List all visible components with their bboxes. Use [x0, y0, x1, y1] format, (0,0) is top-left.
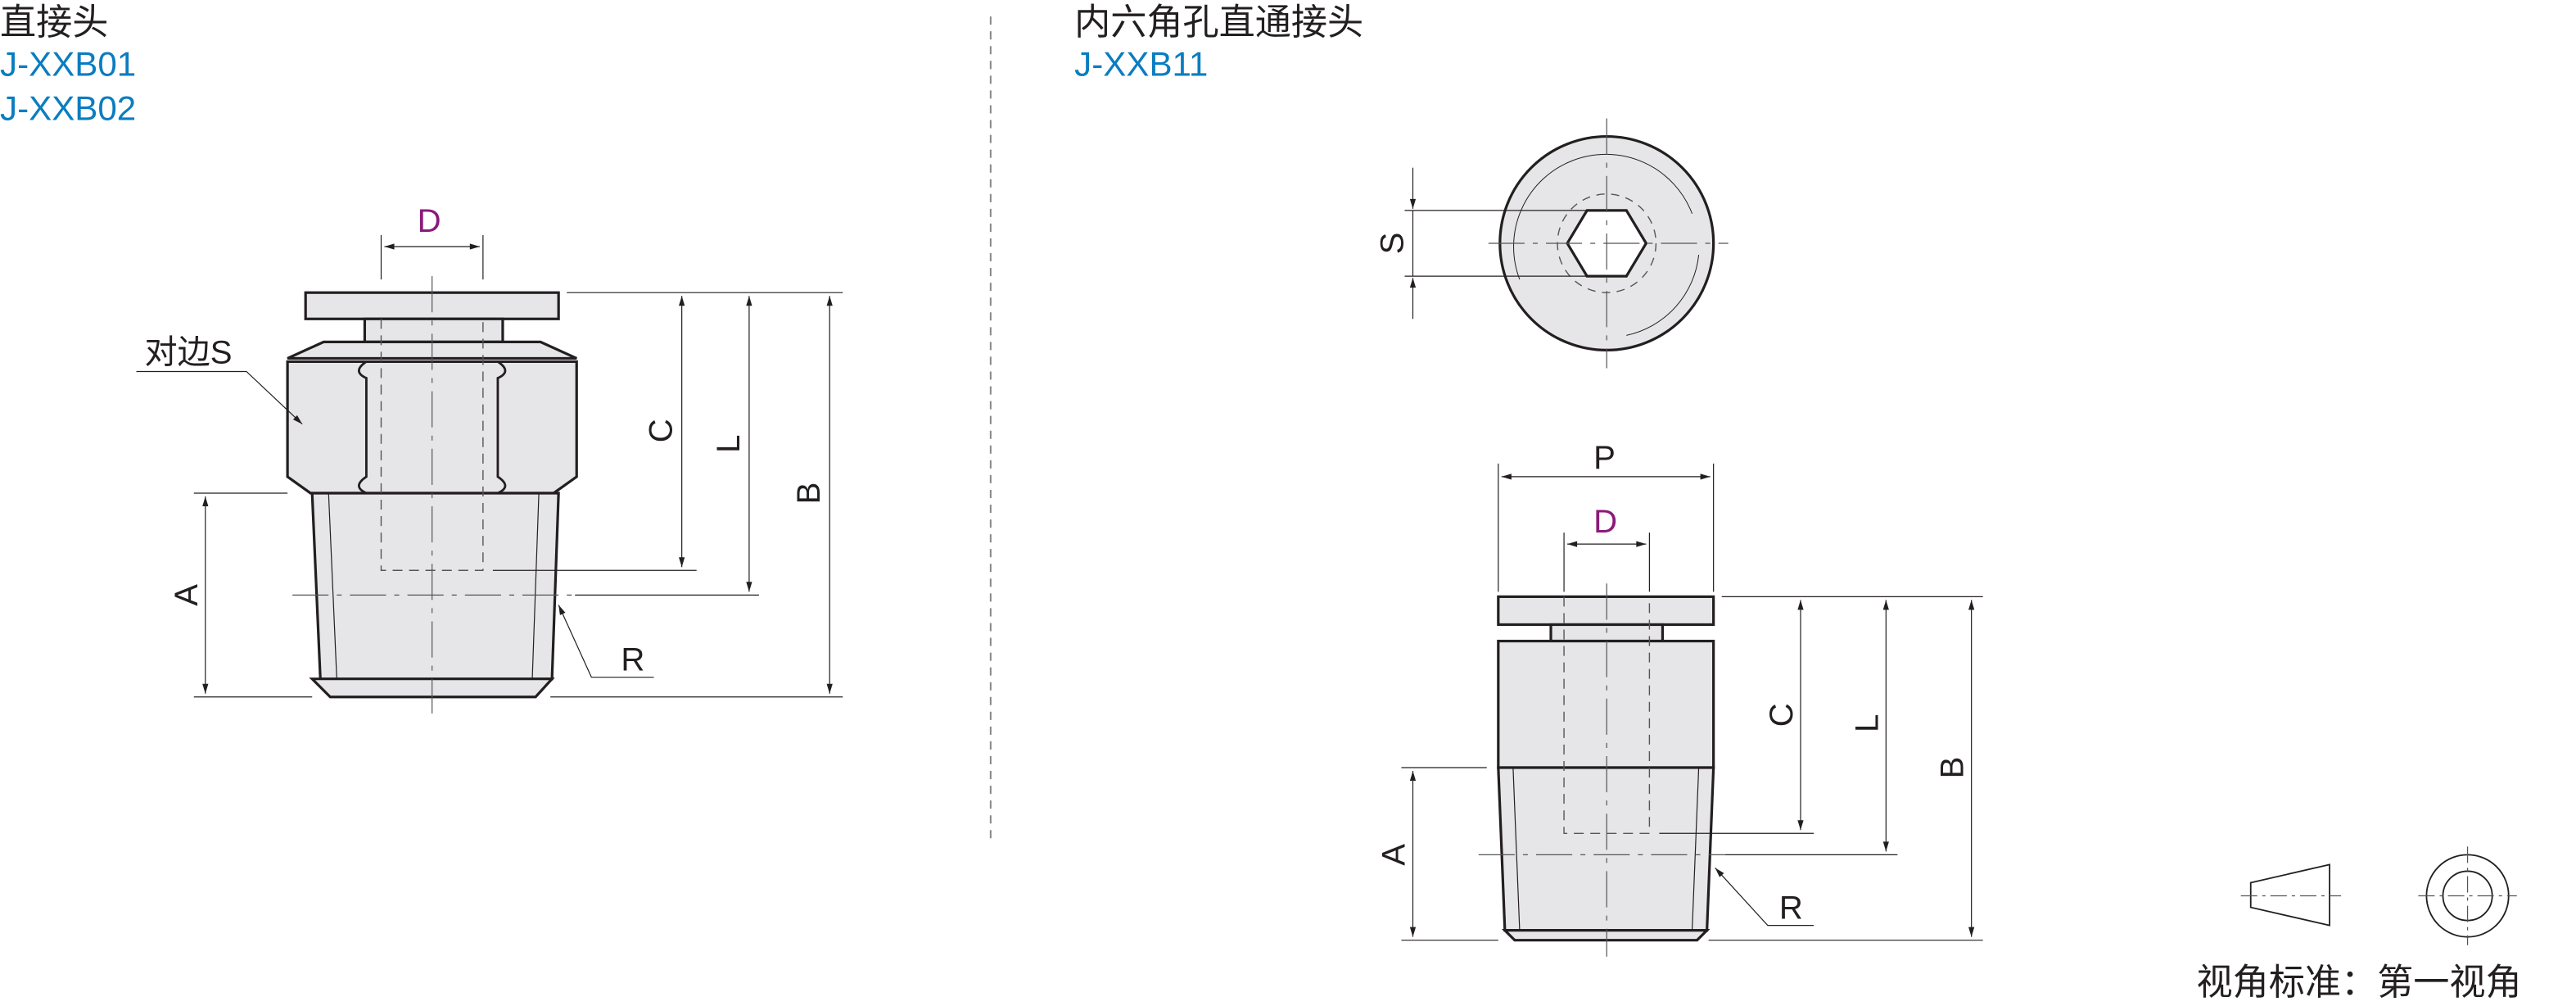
left-dim-D: D — [418, 202, 441, 239]
right-dim-L: L — [1848, 714, 1885, 732]
left-dim-B: B — [790, 483, 827, 505]
right-dim-R: R — [1779, 890, 1803, 927]
right-dim-B: B — [1934, 757, 1971, 779]
right-dim-P: P — [1593, 439, 1616, 476]
left-dim-L: L — [710, 435, 747, 453]
projection-standard-text: 视角标准：第一视角 — [2197, 963, 2522, 1003]
left-title: 直接头 — [0, 2, 108, 43]
right-code-1: J-XXB11 — [1074, 44, 1208, 83]
right-dim-A: A — [1375, 844, 1412, 866]
hex-socket-top-view: S — [1373, 118, 1729, 369]
right-dim-S: S — [1373, 233, 1410, 255]
straight-fitting-drawing: D C L B A 对边S R — [136, 202, 843, 714]
hex-socket-side-view: P D C L B A R — [1375, 439, 1983, 957]
left-code-2: J-XXB02 — [0, 89, 136, 128]
left-dim-S: 对边S — [145, 333, 233, 370]
right-dim-D: D — [1593, 503, 1617, 540]
left-dim-C: C — [643, 419, 680, 442]
right-dim-C: C — [1763, 703, 1800, 727]
left-dim-R: R — [621, 641, 644, 678]
left-dim-A: A — [168, 584, 205, 606]
first-angle-projection-symbol: 视角标准：第一视角 — [2197, 846, 2522, 1003]
left-code-1: J-XXB01 — [0, 44, 136, 83]
right-title: 内六角孔直通接头 — [1074, 2, 1363, 43]
